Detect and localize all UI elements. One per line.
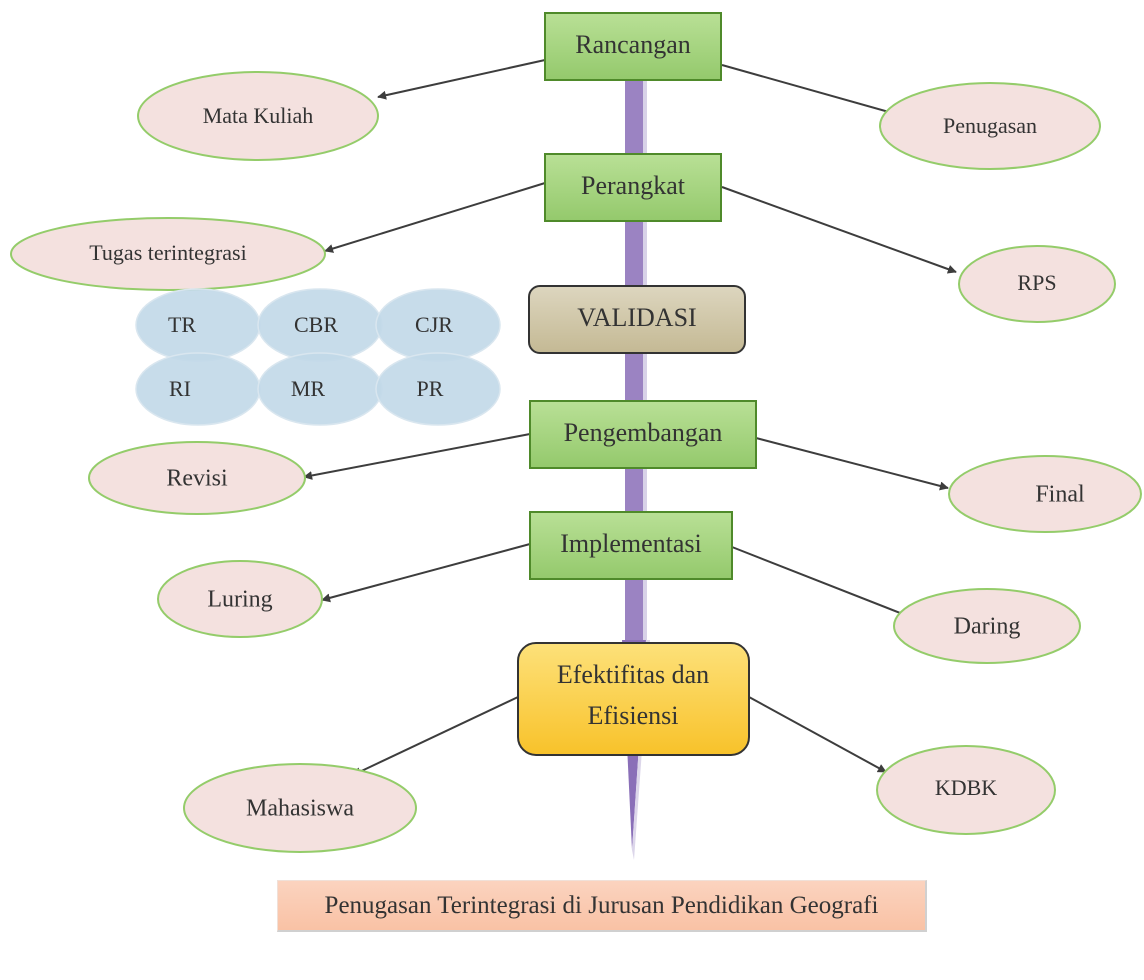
footer-banner: Penugasan Terintegrasi di Jurusan Pendid… xyxy=(277,880,927,932)
task-type-pr: PR xyxy=(417,376,444,401)
output-mata-kuliah-label: Mata Kuliah xyxy=(203,103,314,128)
output-mata-kuliah: Mata Kuliah xyxy=(137,71,379,161)
output-rps-label: RPS xyxy=(1017,270,1056,295)
stage-validasi-label: VALIDASI xyxy=(577,303,696,332)
output-penugasan-label: Penugasan xyxy=(943,113,1037,138)
stage-implementasi: Implementasi xyxy=(529,511,733,580)
output-luring-label: Luring xyxy=(207,587,272,613)
output-daring-label: Daring xyxy=(954,614,1021,640)
output-luring: Luring xyxy=(157,560,323,638)
footer-banner-text: Penugasan Terintegrasi di Jurusan Pendid… xyxy=(324,891,879,919)
arrow-perangkat-to-tugas xyxy=(324,182,546,253)
arrow-efektifitas-to-mahasiswa xyxy=(352,696,519,776)
task-type-tr: TR xyxy=(168,312,196,337)
output-revisi: Revisi xyxy=(88,441,306,515)
output-tugas-terintegrasi-label: Tugas terintegrasi xyxy=(89,240,246,265)
task-type-cbr: CBR xyxy=(294,312,338,337)
arrow-pengembangan-to-final xyxy=(755,437,949,491)
arrow-perangkat-to-rps xyxy=(721,186,957,274)
stage-implementasi-label: Implementasi xyxy=(560,529,702,558)
arrow-pengembangan-to-revisi xyxy=(303,433,531,480)
stage-perangkat-label: Perangkat xyxy=(581,171,686,200)
output-tugas-terintegrasi: Tugas terintegrasi xyxy=(10,217,326,291)
stage-efektifitas: Efektifitas dan Efisiensi xyxy=(517,642,750,756)
stage-pengembangan: Pengembangan xyxy=(529,400,757,469)
arrow-efektifitas-to-kdbk xyxy=(748,696,887,773)
arrow-implementasi-to-luring xyxy=(321,543,531,603)
stage-efektifitas-line1: Efektifitas dan xyxy=(557,660,709,689)
output-mahasiswa: Mahasiswa xyxy=(183,763,417,853)
output-kdbk: KDBK xyxy=(876,745,1056,835)
task-type-cjr: CJR xyxy=(415,312,453,337)
output-mahasiswa-label: Mahasiswa xyxy=(246,796,354,822)
task-type-mr: MR xyxy=(291,376,326,401)
arrow-implementasi-to-daring xyxy=(731,546,919,622)
output-penugasan: Penugasan xyxy=(879,82,1101,170)
stage-pengembangan-label: Pengembangan xyxy=(564,418,723,447)
stage-validasi: VALIDASI xyxy=(528,285,746,354)
output-daring: Daring xyxy=(893,588,1081,664)
output-kdbk-label: KDBK xyxy=(935,775,997,800)
stage-rancangan-label: Rancangan xyxy=(575,30,691,59)
stage-perangkat: Perangkat xyxy=(544,153,722,222)
stage-rancangan: Rancangan xyxy=(544,12,722,81)
stage-efektifitas-line2: Efisiensi xyxy=(588,701,679,730)
output-revisi-label: Revisi xyxy=(166,466,228,492)
output-final: Final xyxy=(948,455,1142,533)
connectors xyxy=(303,59,957,776)
arrow-rancangan-to-mata-kuliah xyxy=(377,59,546,100)
arrow-rancangan-to-penugasan xyxy=(721,64,904,119)
task-type-ri: RI xyxy=(169,376,191,401)
output-final-label: Final xyxy=(1035,482,1085,508)
output-rps: RPS xyxy=(958,245,1116,323)
task-type-cluster: TR CBR CJR RI MR PR xyxy=(135,288,501,426)
